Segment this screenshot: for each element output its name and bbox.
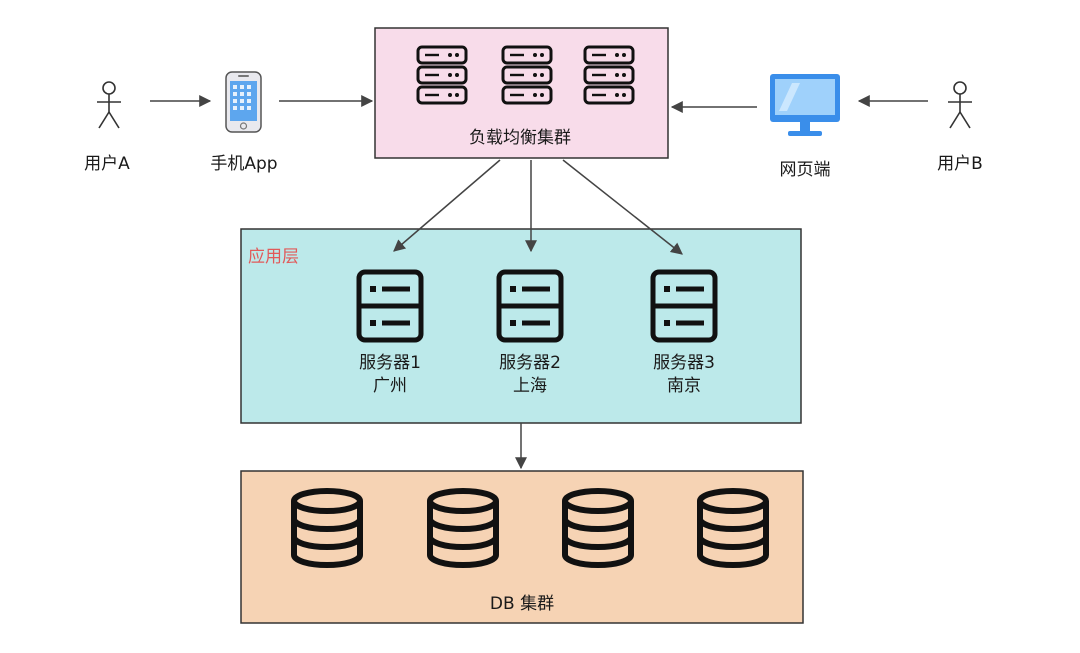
user-a-label: 用户A <box>84 154 130 174</box>
server-3-name: 服务器3 <box>653 353 715 373</box>
smartphone-icon <box>225 71 262 133</box>
user-b-stick-figure-icon <box>947 81 973 129</box>
server-1-name: 服务器1 <box>359 353 421 373</box>
server-1-label: 服务器1 广州 <box>330 352 450 398</box>
user-b-label: 用户B <box>937 154 983 174</box>
server-2-name: 服务器2 <box>499 353 561 373</box>
web-client-label: 网页端 <box>779 160 831 180</box>
arrow-lb-to-server-3 <box>562 159 683 255</box>
db-cluster-title: DB 集群 <box>489 594 555 614</box>
server-2-label: 服务器2 上海 <box>470 352 590 398</box>
mobile-app-label: 手机App <box>210 154 278 174</box>
load-balancer-title: 负载均衡集群 <box>469 128 571 148</box>
arrow-lb-to-server-1 <box>393 159 501 252</box>
app-layer-box <box>240 228 802 424</box>
server-1-location: 广州 <box>373 376 407 396</box>
server-3-label: 服务器3 南京 <box>624 352 744 398</box>
app-layer-title: 应用层 <box>248 247 299 267</box>
server-2-location: 上海 <box>513 376 547 396</box>
user-a-stick-figure-icon <box>96 81 122 129</box>
load-balancer-box <box>374 27 669 159</box>
server-3-location: 南京 <box>667 376 701 396</box>
desktop-monitor-icon <box>770 74 840 136</box>
